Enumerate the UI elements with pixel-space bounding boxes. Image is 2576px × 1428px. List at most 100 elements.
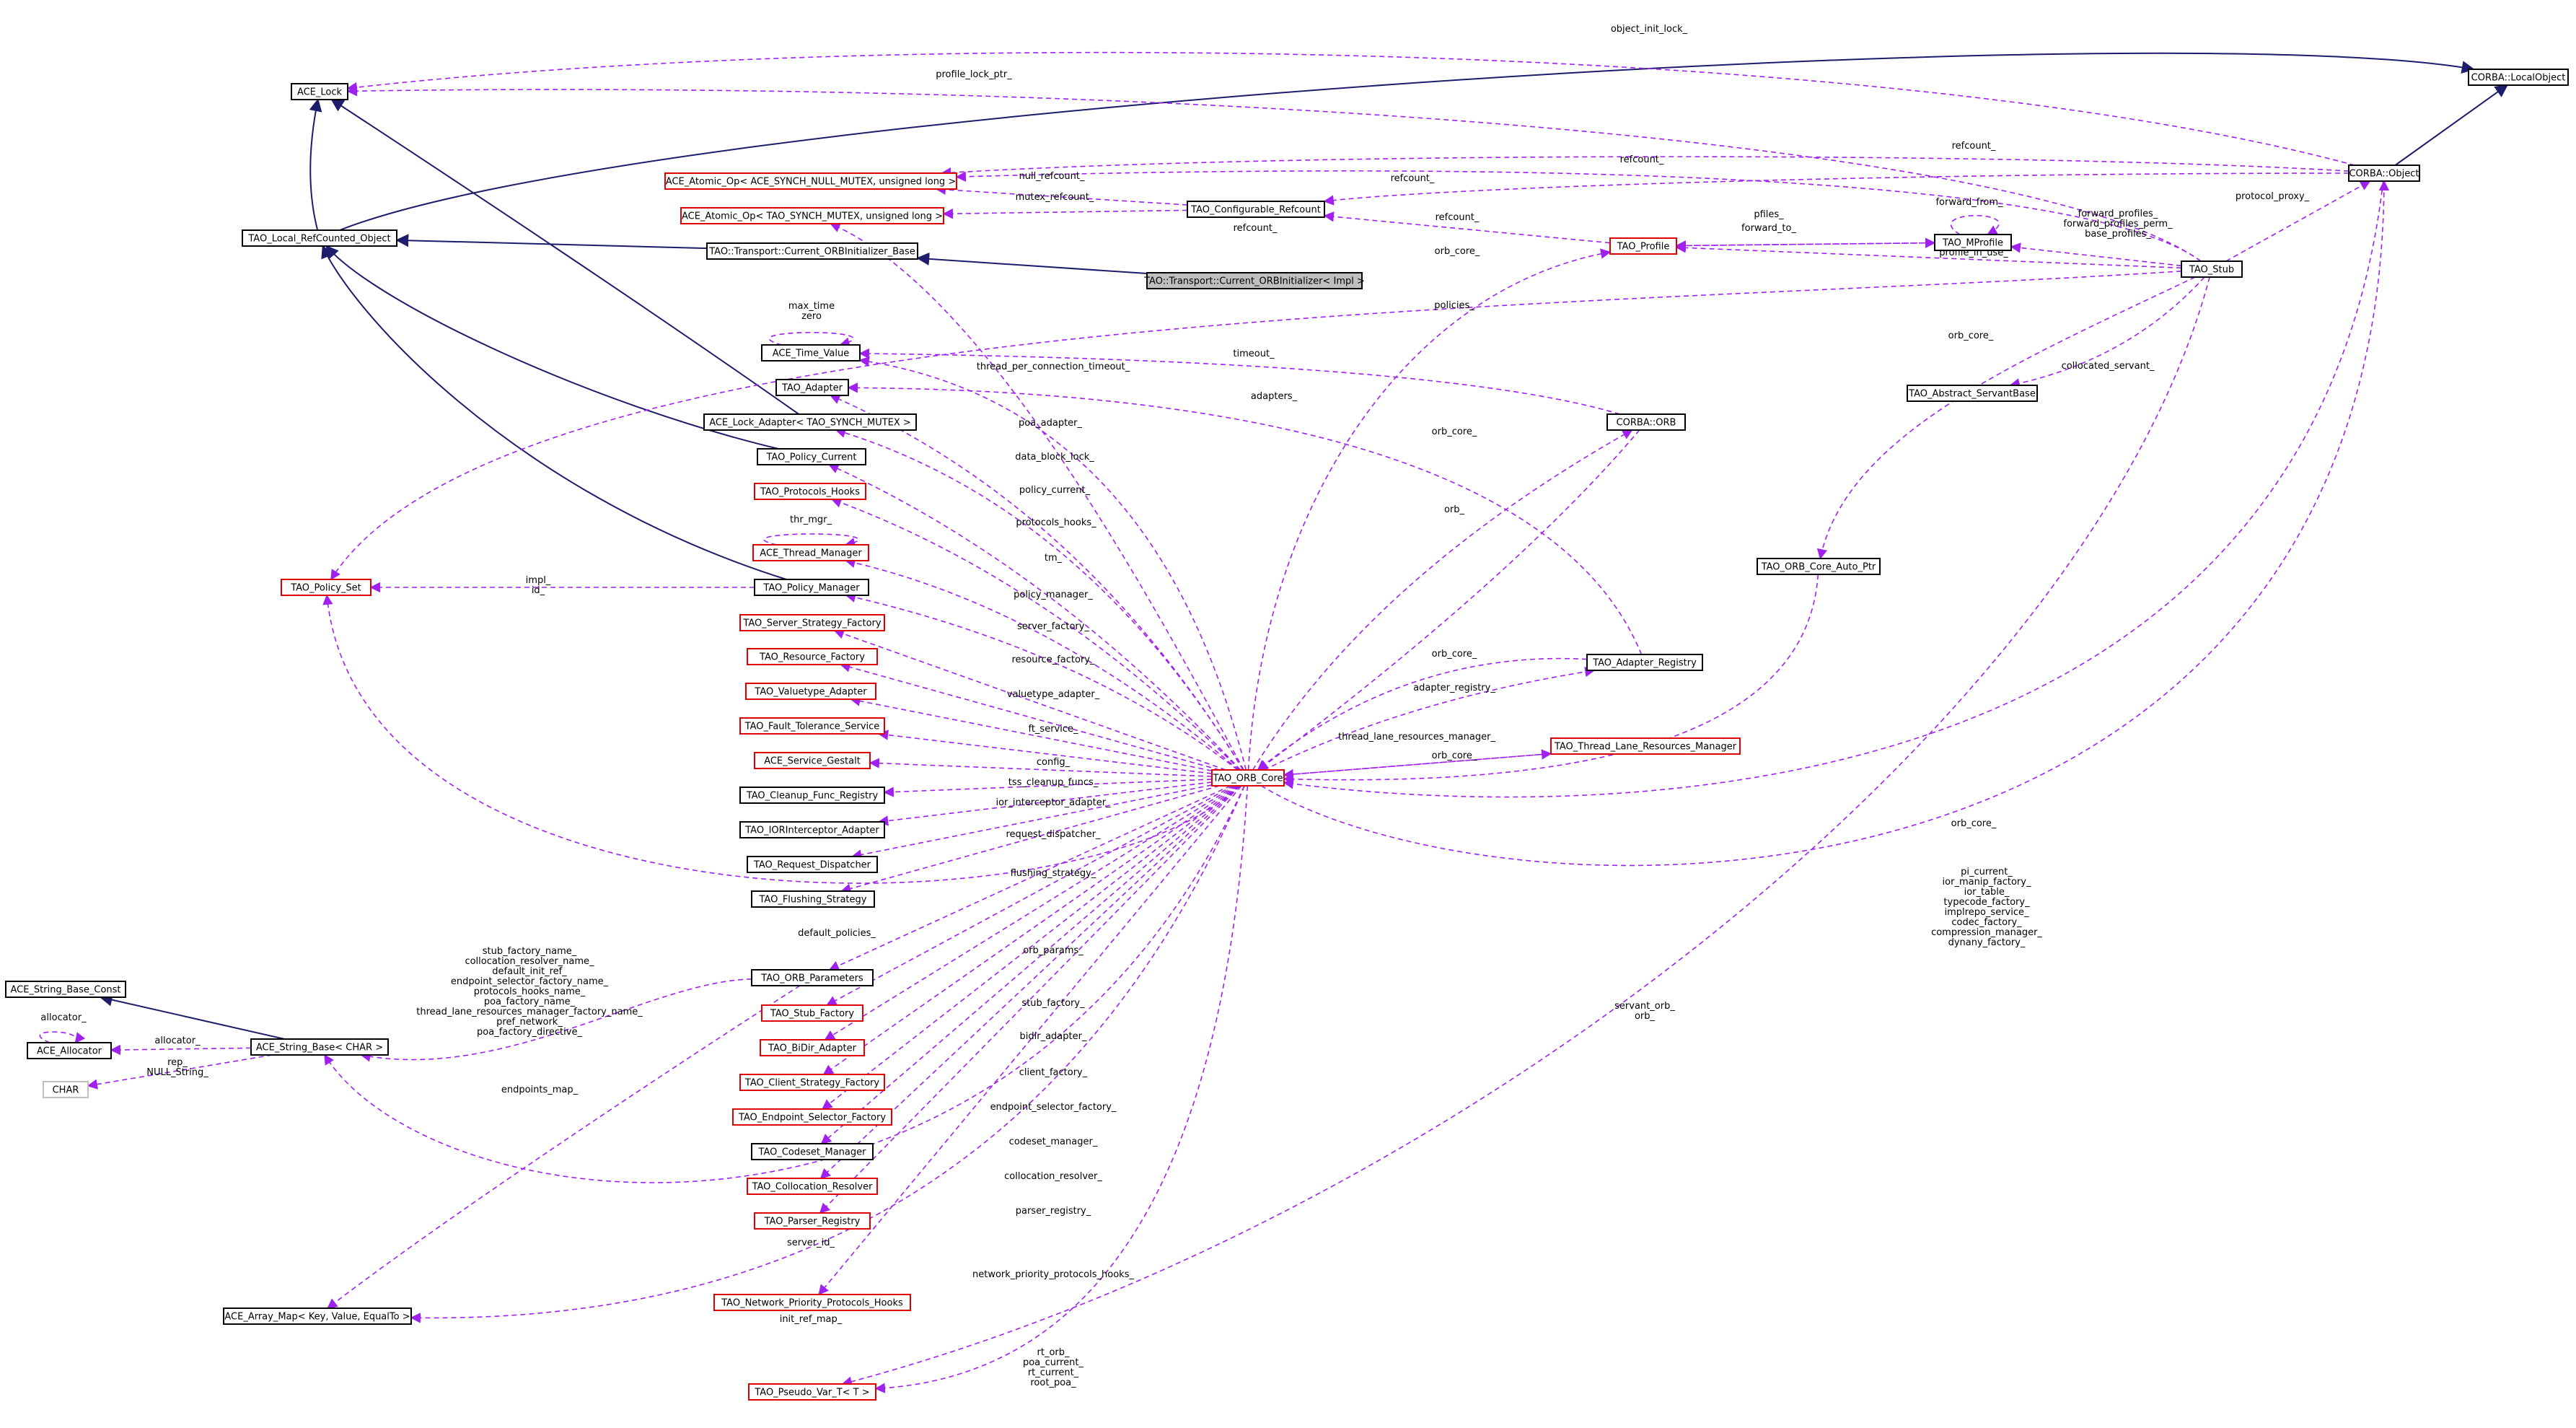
class-node-policy-manager[interactable]: TAO_Policy_Manager — [754, 579, 869, 596]
usage-edge — [1950, 214, 2000, 235]
class-node-valuetype-adapter[interactable]: TAO_Valuetype_Adapter — [745, 683, 876, 700]
class-node-orb-parameters[interactable]: TAO_ORB_Parameters — [751, 969, 874, 986]
edge-label-line: null_refcount_ — [1019, 171, 1085, 182]
class-node-cleanup-func[interactable]: TAO_Cleanup_Func_Registry — [739, 787, 885, 804]
class-node-abstract-servant[interactable]: TAO_Abstract_ServantBase — [1907, 385, 2038, 402]
edge-label: orb_core_ — [1432, 426, 1477, 437]
usage-edge — [819, 785, 1241, 1214]
class-node-time-value[interactable]: ACE_Time_Value — [761, 344, 861, 362]
class-nodes: ACE_Lock CORBA::LocalObjectACE_Atomic_Op<… — [5, 69, 2569, 1401]
class-node-tao-profile[interactable]: TAO_Profile — [1609, 237, 1677, 255]
class-node-network-priority[interactable]: TAO_Network_Priority_Protocols_Hooks — [713, 1294, 911, 1311]
class-node-resource-factory[interactable]: TAO_Resource_Factory — [747, 648, 878, 665]
class-node-flushing-strategy[interactable]: TAO_Flushing_Strategy — [751, 890, 875, 908]
edge-label-line: stub_factory_name_ — [483, 946, 577, 957]
class-node-orb-core[interactable]: TAO_ORB_Core — [1211, 769, 1285, 787]
edge-label-line: poa_current_ — [1023, 1357, 1084, 1368]
class-node-ace-lock[interactable]: ACE_Lock — [291, 83, 348, 100]
class-node-fault-tolerance[interactable]: TAO_Fault_Tolerance_Service — [739, 717, 885, 735]
class-node-policy-current[interactable]: TAO_Policy_Current — [757, 448, 866, 465]
edge-label: collocation_resolver_ — [1004, 1171, 1102, 1182]
class-node-endpoint-selector[interactable]: TAO_Endpoint_Selector_Factory — [732, 1108, 892, 1126]
class-node-label: TAO_ORB_Parameters — [760, 973, 863, 984]
edge-label: ft_service_ — [1028, 724, 1078, 735]
class-node-pseudo-var[interactable]: TAO_Pseudo_Var_T< T > — [748, 1383, 876, 1401]
edge-label: network_priority_protocols_hooks_ — [972, 1269, 1134, 1280]
edge-label: collocated_servant_ — [2062, 361, 2155, 372]
class-node-box — [739, 821, 885, 838]
edge-label: forward_to_ — [1741, 223, 1796, 234]
edge-label-line: collocation_resolver_ — [1004, 1171, 1102, 1182]
class-node-box — [751, 890, 875, 908]
edge-label: null_refcount_ — [1019, 171, 1085, 182]
class-node-service-gestalt[interactable]: ACE_Service_Gestalt — [754, 752, 871, 769]
usage-edge — [877, 730, 1213, 774]
class-node-adapter-registry[interactable]: TAO_Adapter_Registry — [1586, 654, 1703, 671]
class-node-box — [1550, 737, 1741, 755]
class-node-corba-object[interactable]: CORBA::Object — [2348, 165, 2420, 182]
usage-edge — [2009, 276, 2205, 389]
class-node-string-base[interactable]: ACE_String_Base< CHAR > — [250, 1038, 389, 1056]
usage-edge — [828, 463, 1241, 771]
class-node-orbinit-impl[interactable]: TAO::Transport::Current_ORBInitializer< … — [1143, 272, 1365, 289]
class-node-box — [713, 1294, 911, 1311]
edge-label-line: forward_to_ — [1741, 223, 1796, 234]
edge-label: refcount_ — [1234, 223, 1278, 234]
class-node-bidir-adapter[interactable]: TAO_BiDir_Adapter — [760, 1039, 865, 1056]
edge-label: servant_orb_orb_ — [1614, 1001, 1675, 1022]
class-node-label: TAO_Thread_Lane_Resources_Manager — [1554, 742, 1737, 753]
class-node-client-strategy[interactable]: TAO_Client_Strategy_Factory — [739, 1074, 885, 1091]
class-node-local-refcounted[interactable]: TAO_Local_RefCounted_Object — [242, 229, 397, 247]
edge-label-line: policy_manager_ — [1014, 590, 1093, 600]
class-node-tao-stub[interactable]: TAO_Stub — [2181, 260, 2243, 278]
class-node-thread-lane[interactable]: TAO_Thread_Lane_Resources_Manager — [1550, 737, 1741, 755]
class-node-box — [751, 969, 874, 986]
class-node-char[interactable]: CHAR — [43, 1081, 89, 1098]
class-node-atomic-null[interactable]: ACE_Atomic_Op< ACE_SYNCH_NULL_MUTEX, uns… — [664, 172, 957, 190]
class-node-label: TAO::Transport::Current_ORBInitializer_B… — [708, 247, 915, 258]
edge-label-line: thread_per_connection_timeout_ — [977, 362, 1130, 372]
class-node-configurable-refcount[interactable]: TAO_Configurable_Refcount — [1187, 201, 1325, 218]
usage-edge — [1264, 666, 1596, 771]
class-node-label: TAO_Flushing_Strategy — [759, 895, 867, 906]
usage-edge — [877, 781, 1213, 826]
class-node-label: ACE_Service_Gestalt — [764, 756, 861, 767]
edge-label-line: adapters_ — [1251, 391, 1298, 402]
class-node-policy-set[interactable]: TAO_Policy_Set — [281, 579, 372, 596]
class-node-codeset-manager[interactable]: TAO_Codeset_Manager — [751, 1143, 874, 1160]
class-node-orb-core-auto-ptr[interactable]: TAO_ORB_Core_Auto_Ptr — [1757, 558, 1881, 575]
class-node-box — [706, 242, 918, 260]
class-node-corba-orb[interactable]: CORBA::ORB — [1606, 413, 1686, 431]
edge-label-line: data_block_lock_ — [1015, 452, 1094, 463]
class-node-label: TAO_Local_RefCounted_Object — [247, 234, 390, 245]
edge-label-line: parser_registry_ — [1016, 1206, 1091, 1217]
class-node-label: TAO_ORB_Core_Auto_Ptr — [1761, 562, 1876, 573]
class-node-array-map[interactable]: ACE_Array_Map< Key, Value, EqualTo > — [223, 1307, 412, 1325]
class-node-server-strategy[interactable]: TAO_Server_Strategy_Factory — [739, 614, 885, 631]
edge-label: refcount_ — [1952, 141, 1996, 152]
class-node-corba-local[interactable]: CORBA::LocalObject — [2468, 69, 2569, 86]
class-node-label: ACE_Allocator — [37, 1046, 102, 1057]
class-node-atomic-mutex[interactable]: ACE_Atomic_Op< TAO_SYNCH_MUTEX, unsigned… — [680, 207, 944, 224]
class-node-box — [242, 229, 397, 247]
class-node-protocols-hooks[interactable]: TAO_Protocols_Hooks — [754, 483, 866, 500]
class-node-stub-factory[interactable]: TAO_Stub_Factory — [761, 1004, 863, 1022]
edge-label: request_dispatcher_ — [1006, 829, 1101, 840]
class-node-thread-manager[interactable]: ACE_Thread_Manager — [752, 544, 869, 561]
edge-label-line: default_init_ref_ — [492, 966, 567, 977]
class-node-tao-adapter[interactable]: TAO_Adapter — [775, 379, 849, 396]
edge-label-line: endpoint_selector_factory_name_ — [451, 976, 609, 987]
inheritance-edge — [309, 98, 322, 231]
class-node-ior-interceptor[interactable]: TAO_IORInterceptor_Adapter — [739, 821, 885, 838]
class-node-tao-mprofile[interactable]: TAO_MProfile — [1934, 234, 2012, 251]
class-node-lock-adapter[interactable]: ACE_Lock_Adapter< TAO_SYNCH_MUTEX > — [703, 413, 917, 431]
class-node-box — [281, 579, 372, 596]
class-node-collocation-resolver[interactable]: TAO_Collocation_Resolver — [747, 1178, 878, 1195]
class-node-orbinit-base[interactable]: TAO::Transport::Current_ORBInitializer_B… — [706, 242, 918, 260]
edge-label-line: refcount_ — [1620, 154, 1664, 165]
class-node-label: TAO_Pseudo_Var_T< T > — [754, 1388, 869, 1398]
class-node-string-base-const[interactable]: ACE_String_Base_Const — [5, 981, 126, 998]
class-node-request-dispatcher[interactable]: TAO_Request_Dispatcher — [747, 856, 878, 873]
class-node-ace-allocator[interactable]: ACE_Allocator — [27, 1042, 112, 1059]
class-node-parser-registry[interactable]: TAO_Parser_Registry — [754, 1212, 871, 1230]
